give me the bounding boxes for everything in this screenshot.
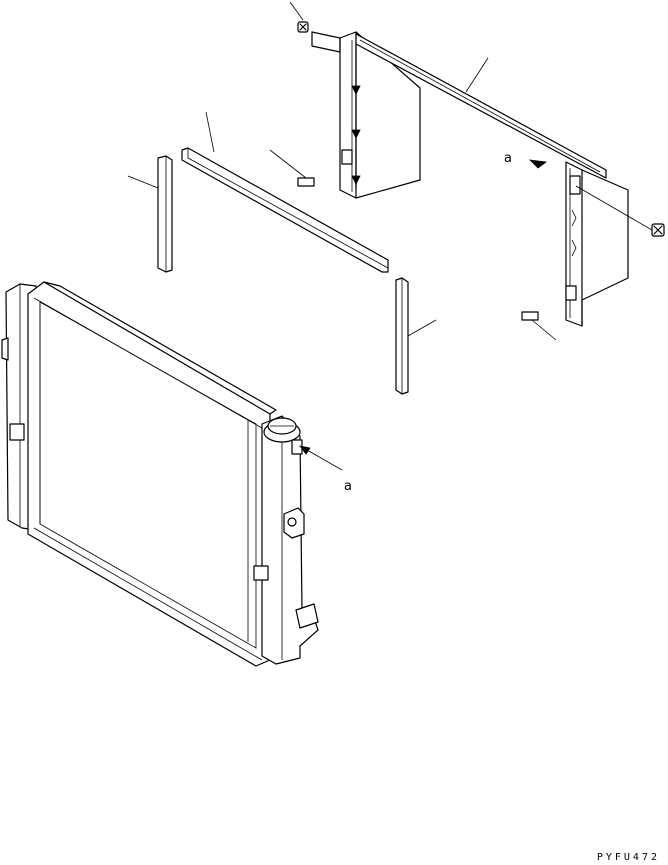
- callout-a-upper: a: [504, 151, 548, 169]
- bolt-upper-left: [289, 1, 309, 33]
- right-vertical-foam-strip: [395, 277, 437, 395]
- clip-left: [269, 149, 315, 187]
- diagonal-foam-strip: [181, 111, 389, 273]
- callout-a-lower: a: [299, 445, 352, 494]
- radiator-assembly: [1, 281, 319, 667]
- drawing-code: PYFU472: [596, 852, 660, 863]
- callout-a-lower-label: a: [344, 479, 352, 494]
- left-shroud-bracket: [311, 31, 421, 199]
- callout-a-upper-label: a: [504, 151, 512, 166]
- left-vertical-foam-strip: [127, 155, 173, 273]
- bolt-right: [575, 185, 665, 237]
- right-shroud-bracket: [565, 161, 629, 327]
- clip-right: [521, 311, 557, 341]
- top-seal-strip: [355, 33, 607, 179]
